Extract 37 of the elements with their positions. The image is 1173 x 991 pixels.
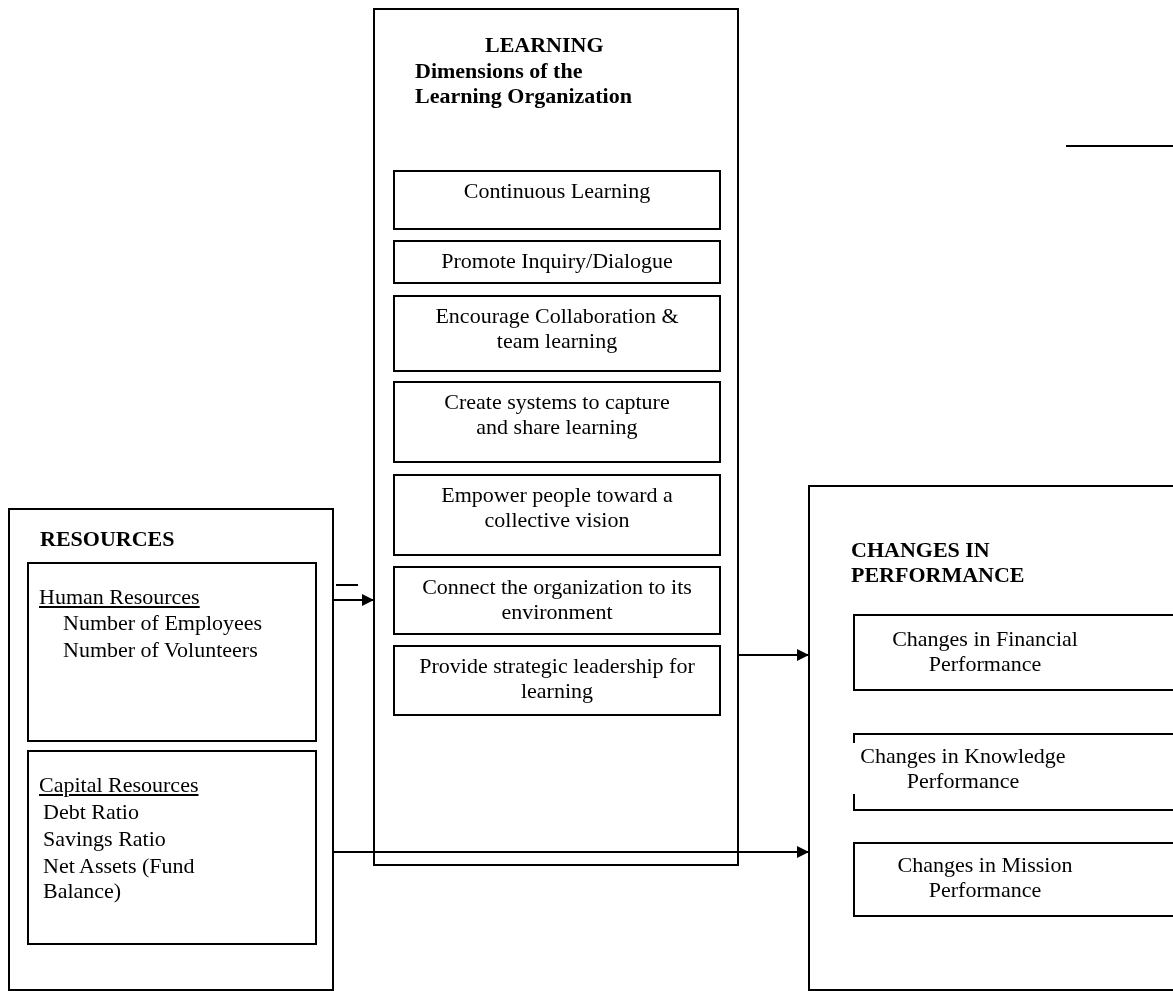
item-box (853, 614, 1173, 691)
dimension-box (393, 295, 721, 372)
body-text: Net Assets (Fund Balance) (43, 853, 196, 904)
dimension-box (393, 170, 721, 230)
arrow (738, 649, 809, 661)
body-text: Debt Ratio (43, 799, 140, 825)
group-box (8, 508, 334, 991)
group-box (373, 8, 739, 866)
body-text: Dimensions of the Learning Organization (415, 58, 633, 109)
dimension-text: Create systems to capture and share learning (443, 389, 671, 440)
heading: CHANGES IN PERFORMANCE (851, 537, 1026, 588)
dimension-box (393, 474, 721, 556)
item-box (27, 750, 317, 945)
body-text: Number of Volunteers (63, 637, 259, 663)
dimension-text: Provide strategic leadership for learning (418, 653, 696, 704)
item-box (853, 842, 1173, 917)
dimension-text: Promote Inquiry/Dialogue (440, 248, 674, 274)
body-text: Savings Ratio (43, 826, 167, 852)
group-box (808, 485, 1173, 991)
body-text: Number of Employees (63, 610, 264, 636)
heading: LEARNING (485, 32, 605, 58)
dimension-text: Encourage Collaboration & team learning (434, 303, 680, 354)
heading: Capital Resources (39, 772, 200, 798)
heading: RESOURCES (40, 526, 176, 552)
dimension-box (393, 566, 721, 635)
body-text: Changes in Mission Performance (896, 852, 1074, 903)
dimension-box (393, 240, 721, 284)
arrow (333, 846, 809, 858)
dimension-text: Continuous Learning (462, 178, 652, 204)
arrow (333, 594, 374, 606)
dimension-text: Connect the organization to its environment (421, 574, 693, 625)
dimension-box (393, 381, 721, 463)
heading: Human Resources (39, 584, 201, 610)
dimension-text: Empower people toward a collective vision (440, 482, 674, 533)
dimension-box (393, 645, 721, 716)
body-text: Changes in Financial Performance (891, 626, 1079, 677)
item-box (27, 562, 317, 742)
